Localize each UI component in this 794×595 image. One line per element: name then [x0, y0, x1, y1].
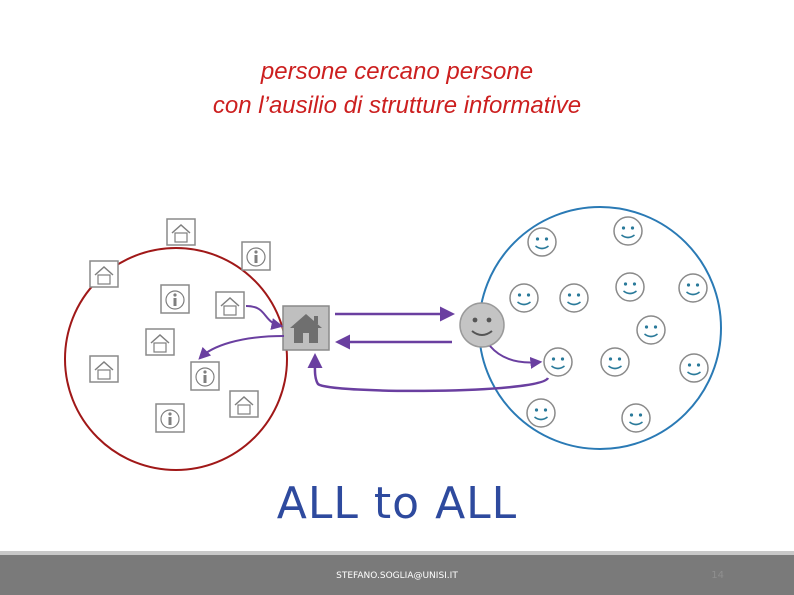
arrow-person-to-smiley: [489, 345, 543, 369]
footer-email: STEFANO.SOGLIA@UNISI.IT: [336, 571, 458, 581]
home-icon: [89, 355, 119, 383]
info-icon: [160, 284, 190, 314]
smiley-icon: [559, 283, 589, 313]
smiley-icon: [679, 353, 709, 383]
home-icon: [89, 260, 119, 288]
info-icon: [190, 361, 220, 391]
slide-caption: ALL to ALL: [276, 478, 518, 529]
left-group-circle: [64, 247, 288, 471]
smiley-icon: [636, 315, 666, 345]
smiley-icon: [509, 283, 539, 313]
smiley-icon: [526, 398, 556, 428]
all-to-all-diagram: [64, 206, 722, 471]
smiley-icon: [678, 273, 708, 303]
slide-title-line-2: con l’ausilio di strutture informative: [212, 92, 582, 119]
arrow-home-to-hub: [245, 305, 284, 330]
arrow-smiley-to-hub: [307, 353, 550, 393]
info-icon: [155, 403, 185, 433]
smiley-icon: [615, 272, 645, 302]
right-group-circle: [478, 206, 722, 450]
home-icon: [229, 390, 259, 418]
person-smiley-icon: [459, 302, 505, 348]
smiley-icon: [613, 216, 643, 246]
slide-footer: STEFANO.SOGLIA@UNISI.IT 14: [0, 551, 794, 595]
home-icon: [145, 328, 175, 356]
hub-home-icon: [282, 305, 330, 351]
smiley-icon: [621, 403, 651, 433]
home-icon: [166, 218, 196, 246]
arrow-hub-to-info: [198, 335, 285, 360]
slide-title-line-1: persone cercano persone: [260, 58, 534, 85]
smiley-icon: [600, 347, 630, 377]
smiley-icon: [527, 227, 557, 257]
home-icon: [215, 291, 245, 319]
page-number: 14: [711, 570, 724, 581]
info-icon: [241, 241, 271, 271]
smiley-icon: [543, 347, 573, 377]
